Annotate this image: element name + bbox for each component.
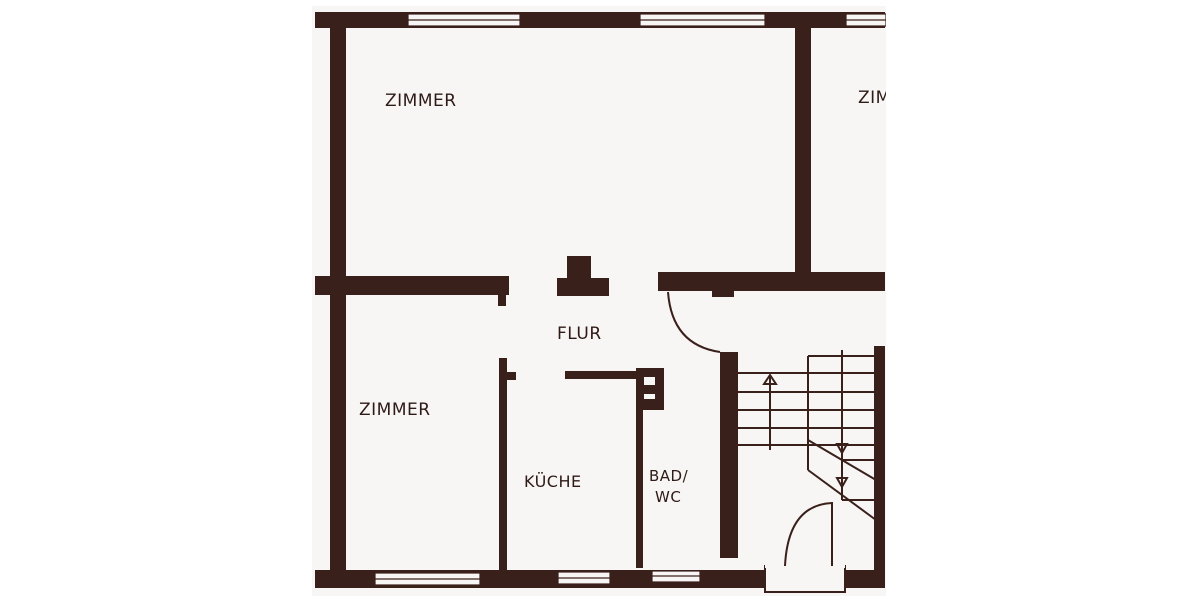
windows <box>374 13 886 586</box>
chimney <box>567 256 591 280</box>
wall-stub <box>505 372 516 380</box>
room-label-bad: BAD/ <box>649 467 689 485</box>
wall-stub <box>712 289 734 297</box>
stairwell-wall <box>720 352 738 558</box>
kitchen-bath-wall <box>636 380 643 568</box>
top-wall <box>315 12 885 28</box>
room-label-zimmer-top-right: ZIMMER <box>858 88 930 108</box>
door-swing <box>667 291 721 353</box>
room-label-zimmer-top-left: ZIMMER <box>385 91 457 111</box>
kitchen-left-wall <box>499 358 507 570</box>
room-label-wc: WC <box>655 488 681 506</box>
staircase <box>738 350 877 521</box>
arrow-down-icon <box>835 477 849 490</box>
entrance-door-swing <box>784 501 833 567</box>
chimney-base <box>557 278 609 296</box>
hall-wall-left <box>315 276 509 295</box>
room-label-flur: FLUR <box>557 324 602 344</box>
paper <box>312 6 886 596</box>
right-wall <box>874 346 885 570</box>
kitchen-top-wall <box>565 371 641 379</box>
room-label-kueche: KÜCHE <box>524 472 582 491</box>
arrow-up-icon <box>762 373 778 385</box>
doors <box>667 291 833 567</box>
entrance <box>764 565 846 593</box>
hall-wall-right <box>658 272 885 291</box>
arrow-down-icon <box>835 443 849 456</box>
room-divider-wall <box>795 26 811 274</box>
left-wall <box>330 26 346 588</box>
room-label-zimmer-bottom-left: ZIMMER <box>359 400 431 420</box>
wall-stub <box>498 292 506 306</box>
